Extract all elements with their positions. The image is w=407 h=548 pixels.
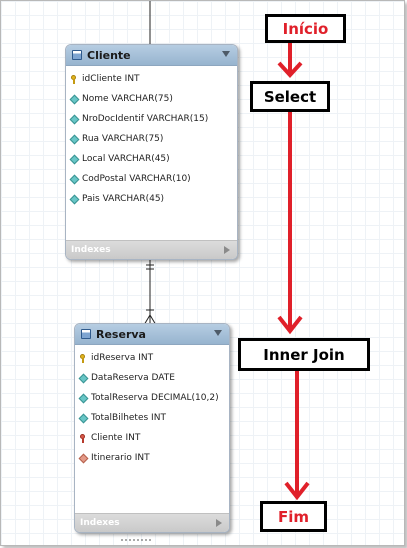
column-row[interactable]: DataReserva DATE [75, 368, 229, 388]
foreign-key-icon [79, 433, 87, 443]
column-row[interactable]: Cliente INT [75, 428, 229, 448]
column-label: CodPostal VARCHAR(10) [82, 174, 191, 184]
column-diamond-icon [70, 195, 78, 204]
table-title: Reserva [96, 327, 146, 341]
table-cliente[interactable]: Cliente idCliente INT Nome VARCHAR(75) N… [65, 44, 238, 260]
column-diamond-icon [70, 175, 78, 184]
column-row[interactable]: Itinerario INT [75, 448, 229, 468]
column-label: Itinerario INT [91, 453, 150, 463]
column-label: Cliente INT [91, 433, 141, 443]
column-row[interactable]: Local VARCHAR(45) [66, 149, 237, 169]
column-row[interactable]: TotalBilhetes INT [75, 408, 229, 428]
column-label: idCliente INT [82, 74, 140, 84]
collapse-toggle-icon[interactable] [222, 51, 230, 57]
column-diamond-icon [79, 414, 87, 423]
flow-box-inner-join: Inner Join [238, 338, 370, 371]
flow-arrow-inicio-select-head [277, 61, 303, 78]
indexes-section[interactable]: Indexes [66, 240, 237, 259]
column-label: idReserva INT [91, 353, 154, 363]
collapse-toggle-icon[interactable] [214, 330, 222, 336]
flow-box-inicio: Início [265, 14, 346, 43]
column-row[interactable]: TotalReserva DECIMAL(10,2) [75, 388, 229, 408]
column-label: DataReserva DATE [91, 373, 175, 383]
table-icon [81, 329, 91, 339]
column-label: TotalBilhetes INT [91, 413, 166, 423]
column-label: Pais VARCHAR(45) [82, 194, 165, 204]
primary-key-icon [79, 353, 87, 363]
flow-arrow-select-innerjoin-head [277, 315, 303, 335]
expand-arrow-icon[interactable] [224, 246, 230, 254]
column-row[interactable]: idReserva INT [75, 348, 229, 368]
flow-label-inicio: Início [282, 19, 329, 38]
column-label: Nome VARCHAR(75) [82, 94, 173, 104]
column-label: NroDocIdentif VARCHAR(15) [82, 114, 209, 124]
column-row[interactable]: CodPostal VARCHAR(10) [66, 169, 237, 189]
column-list: idReserva INT DataReserva DATE TotalRese… [75, 345, 229, 468]
flow-label-fim: Fim [277, 507, 310, 526]
column-row[interactable]: NroDocIdentif VARCHAR(15) [66, 109, 237, 129]
table-header[interactable]: Reserva [75, 324, 229, 345]
column-row[interactable]: Nome VARCHAR(75) [66, 89, 237, 109]
column-label: Local VARCHAR(45) [82, 154, 170, 164]
table-title: Cliente [87, 48, 131, 62]
indexes-section[interactable]: Indexes [75, 513, 229, 532]
column-diamond-icon [70, 135, 78, 144]
flow-label-inner-join: Inner Join [263, 345, 345, 364]
primary-key-icon [70, 74, 78, 84]
column-diamond-icon [70, 95, 78, 104]
column-row[interactable]: Rua VARCHAR(75) [66, 129, 237, 149]
column-label: Rua VARCHAR(75) [82, 134, 164, 144]
column-diamond-icon [79, 394, 87, 403]
column-row[interactable]: Pais VARCHAR(45) [66, 189, 237, 209]
flow-arrow-innerjoin-fim-head [284, 481, 310, 501]
foreign-key-diamond-icon [79, 454, 87, 463]
flow-box-select: Select [250, 81, 330, 112]
column-diamond-icon [79, 374, 87, 383]
column-diamond-icon [70, 115, 78, 124]
indexes-label: Indexes [71, 245, 111, 255]
column-list: idCliente INT Nome VARCHAR(75) NroDocIde… [66, 66, 237, 209]
table-reserva[interactable]: Reserva idReserva INT DataReserva DATE T… [74, 323, 230, 533]
indexes-label: Indexes [80, 518, 120, 528]
column-diamond-icon [70, 155, 78, 164]
expand-arrow-icon[interactable] [216, 519, 222, 527]
table-icon [72, 50, 82, 60]
column-label: TotalReserva DECIMAL(10,2) [91, 393, 219, 403]
flow-label-select: Select [263, 87, 317, 106]
column-row[interactable]: idCliente INT [66, 69, 237, 89]
flow-box-fim: Fim [260, 501, 327, 532]
table-header[interactable]: Cliente [66, 45, 237, 66]
